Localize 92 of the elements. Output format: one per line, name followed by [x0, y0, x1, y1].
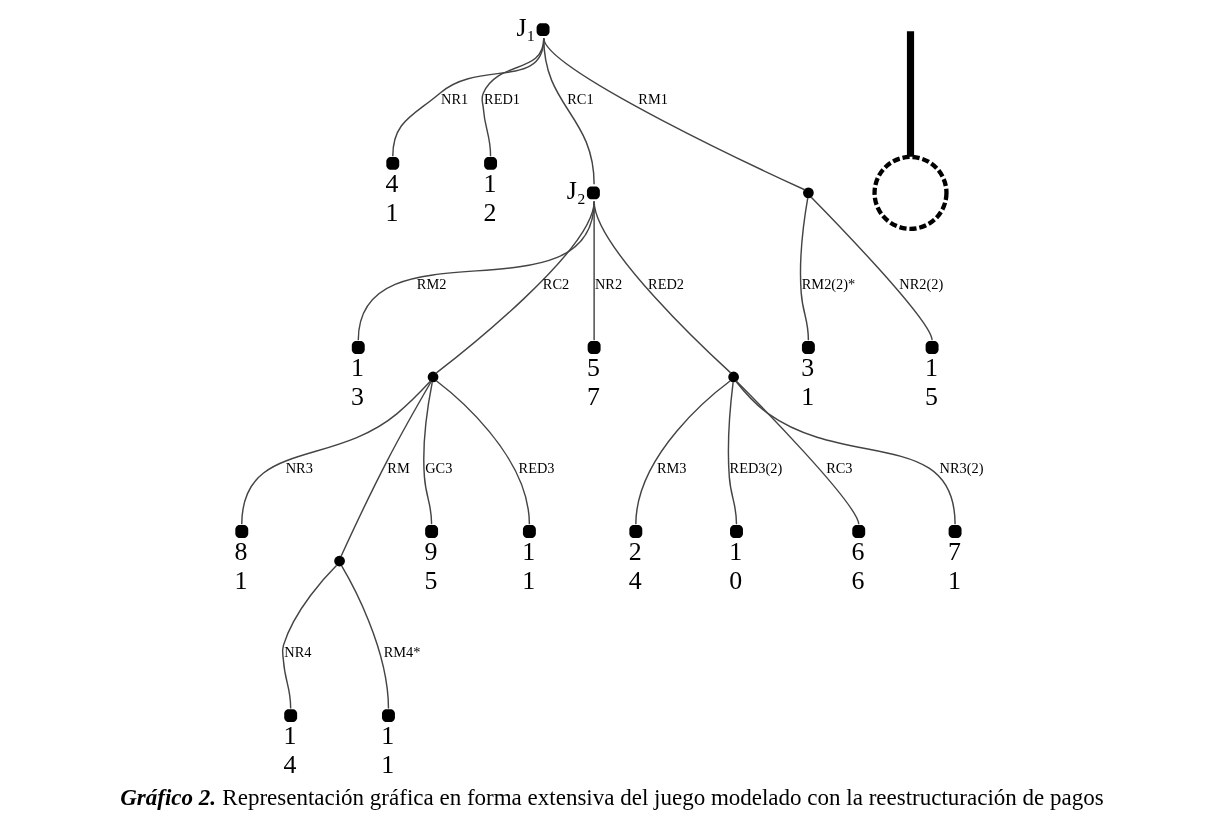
- node-dot: [381, 709, 395, 723]
- node-dot: [948, 525, 962, 538]
- node-label: 1: [800, 381, 814, 411]
- edge-label: RED3(2): [729, 459, 782, 476]
- caption: Gráfico 2. Representación gráfica en forma extensiva del juego modelado con la reestructuración de pagos: [119, 784, 1104, 810]
- edge-label: RC3: [825, 459, 853, 476]
- edge-label: RM2(2)*: [801, 275, 855, 292]
- edge-label: NR3: [285, 459, 313, 476]
- node-dot: [628, 525, 642, 538]
- node-label: 1: [234, 565, 248, 595]
- edge-label: NR2: [594, 275, 622, 292]
- edge-label: RC2: [542, 275, 569, 292]
- edge-label: RM1: [637, 91, 668, 108]
- node-dot: [283, 709, 297, 723]
- node-label: 2: [628, 537, 642, 567]
- node-label: 1: [521, 565, 535, 595]
- edge-label: NR3(2): [939, 459, 984, 476]
- node-label: 7: [586, 381, 600, 411]
- node-label: 1: [380, 721, 394, 751]
- node-label: 1: [728, 537, 742, 567]
- node-label: 5: [586, 353, 600, 383]
- edge-label: NR1: [440, 91, 468, 108]
- node-label: 1: [380, 750, 394, 780]
- node-label: 1: [482, 169, 496, 199]
- node-dot: [586, 186, 600, 200]
- node-dot: [851, 525, 865, 538]
- node-label: 5: [924, 381, 938, 411]
- node-label: 8: [234, 537, 248, 567]
- edge-label: RED1: [483, 91, 520, 108]
- node-label: 9: [423, 537, 437, 567]
- edge-label: RED2: [647, 275, 684, 292]
- node-label: 1: [947, 565, 961, 595]
- node-dot: [234, 525, 248, 538]
- node-circle: [871, 154, 949, 231]
- edge-label: NR4: [283, 643, 311, 660]
- connector: [422, 381, 433, 526]
- node-dot: [587, 341, 601, 354]
- edge-label: RM3: [656, 459, 687, 476]
- node-label: 3: [800, 353, 814, 383]
- node-dot: [802, 187, 814, 199]
- connector: [281, 564, 337, 710]
- node-label: 3: [350, 381, 364, 411]
- connector: [592, 200, 731, 374]
- node-label: 1: [350, 353, 364, 383]
- node-label: J₂: [566, 176, 586, 206]
- node-label: 1: [521, 537, 535, 567]
- edge-label: NR2(2): [898, 275, 943, 292]
- node-dot: [522, 525, 536, 538]
- node-label: 2: [482, 197, 496, 227]
- node-label: 6: [851, 565, 864, 595]
- node-label: J₁: [515, 12, 536, 42]
- node-label: 1: [924, 353, 938, 383]
- node-dot: [385, 156, 399, 170]
- node-label: 5: [423, 565, 437, 595]
- node-dot: [536, 23, 550, 37]
- connector: [734, 380, 956, 526]
- connector: [240, 380, 431, 526]
- edge-label: RM: [386, 459, 410, 476]
- connector: [435, 380, 530, 526]
- connector: [735, 380, 859, 526]
- node-label: 4: [385, 169, 399, 199]
- connector: [809, 196, 933, 341]
- node-dot: [729, 525, 743, 538]
- node-label: 0: [728, 565, 742, 595]
- connector: [799, 197, 809, 341]
- connector: [340, 565, 389, 710]
- connector: [435, 200, 595, 374]
- edge-label: RM2: [416, 275, 446, 292]
- edge-label: RC1: [566, 91, 594, 108]
- edge-label: RED3: [518, 459, 555, 476]
- node-dot: [351, 341, 365, 354]
- node-label: 7: [947, 537, 961, 567]
- node-dot: [333, 555, 345, 567]
- connector: [634, 380, 731, 526]
- edge-label: RM4*: [383, 643, 420, 660]
- connector: [357, 200, 595, 341]
- connector: [542, 37, 805, 191]
- connector: [727, 381, 737, 526]
- connector: [339, 380, 432, 558]
- node-label: 4: [628, 565, 642, 595]
- node-dot: [427, 371, 438, 383]
- node-label: 6: [851, 537, 864, 567]
- node-label: 1: [385, 197, 399, 227]
- node-label: 4: [282, 750, 296, 780]
- connector: [592, 200, 595, 341]
- node-label: 1: [282, 721, 296, 751]
- edge-label: GC3: [424, 459, 452, 476]
- node-dot: [925, 341, 939, 354]
- node-dot: [483, 156, 497, 170]
- node-dot: [424, 525, 438, 538]
- node-dot: [801, 341, 815, 354]
- node-dot: [727, 371, 739, 383]
